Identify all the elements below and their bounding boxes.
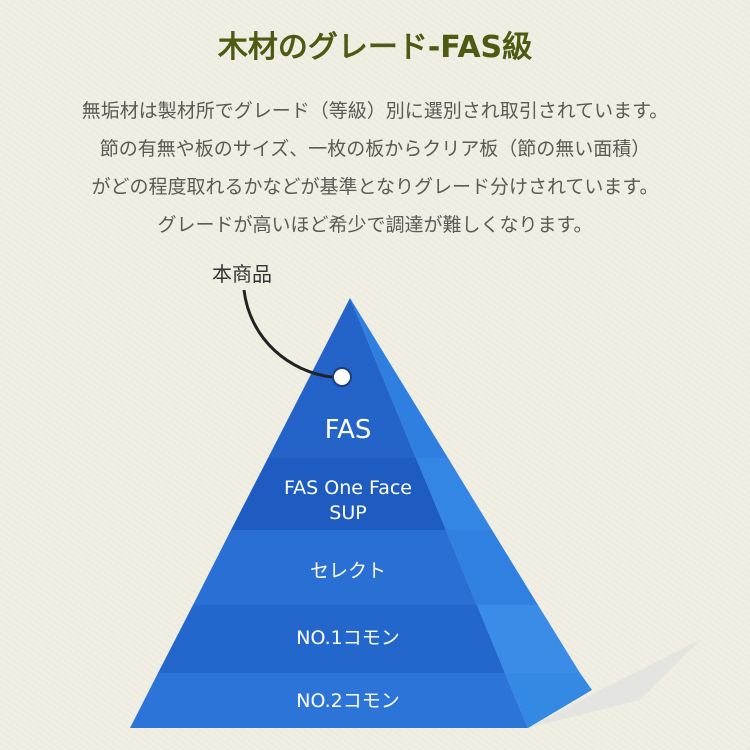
grade-label: セレクト xyxy=(310,560,386,582)
grade-band-no1 xyxy=(158,605,505,673)
callout-line xyxy=(242,289,333,379)
grade-label: NO.2コモン xyxy=(296,690,400,712)
grade-band-select xyxy=(193,530,477,605)
description-line: 無垢材は製材所でグレード（等級）別に選別され取引されています。 xyxy=(81,100,669,122)
description-line: がどの程度取れるかなどが基準となりグレード分けされています。 xyxy=(91,176,659,198)
grade-label: FAS xyxy=(325,415,372,445)
grade-band-fas-one-face xyxy=(231,458,446,530)
marker-hole-icon xyxy=(332,367,352,387)
description: 無垢材は製材所でグレード（等級）別に選別され取引されています。 節の有無や板のサ… xyxy=(0,92,750,244)
page-title: 木材のグレード-FAS級 xyxy=(217,30,533,65)
right-face-band xyxy=(477,605,580,673)
pyramid-shadow xyxy=(528,640,700,728)
grade-band-no2 xyxy=(130,673,528,728)
right-face-band xyxy=(446,530,538,605)
grade-label: NO.1コモン xyxy=(296,627,400,649)
right-face-band xyxy=(505,673,592,728)
grade-label: FAS One Face xyxy=(284,477,412,499)
grade-label: SUP xyxy=(329,502,366,524)
description-line: グレードが高いほど希少で調達が難しくなります。 xyxy=(157,214,593,236)
callout-label: 本商品 xyxy=(212,262,272,286)
right-face-band xyxy=(350,298,448,458)
description-line: 節の有無や板のサイズ、一枚の板からクリア板（節の無い面積） xyxy=(99,138,651,160)
right-face-band xyxy=(416,458,492,530)
